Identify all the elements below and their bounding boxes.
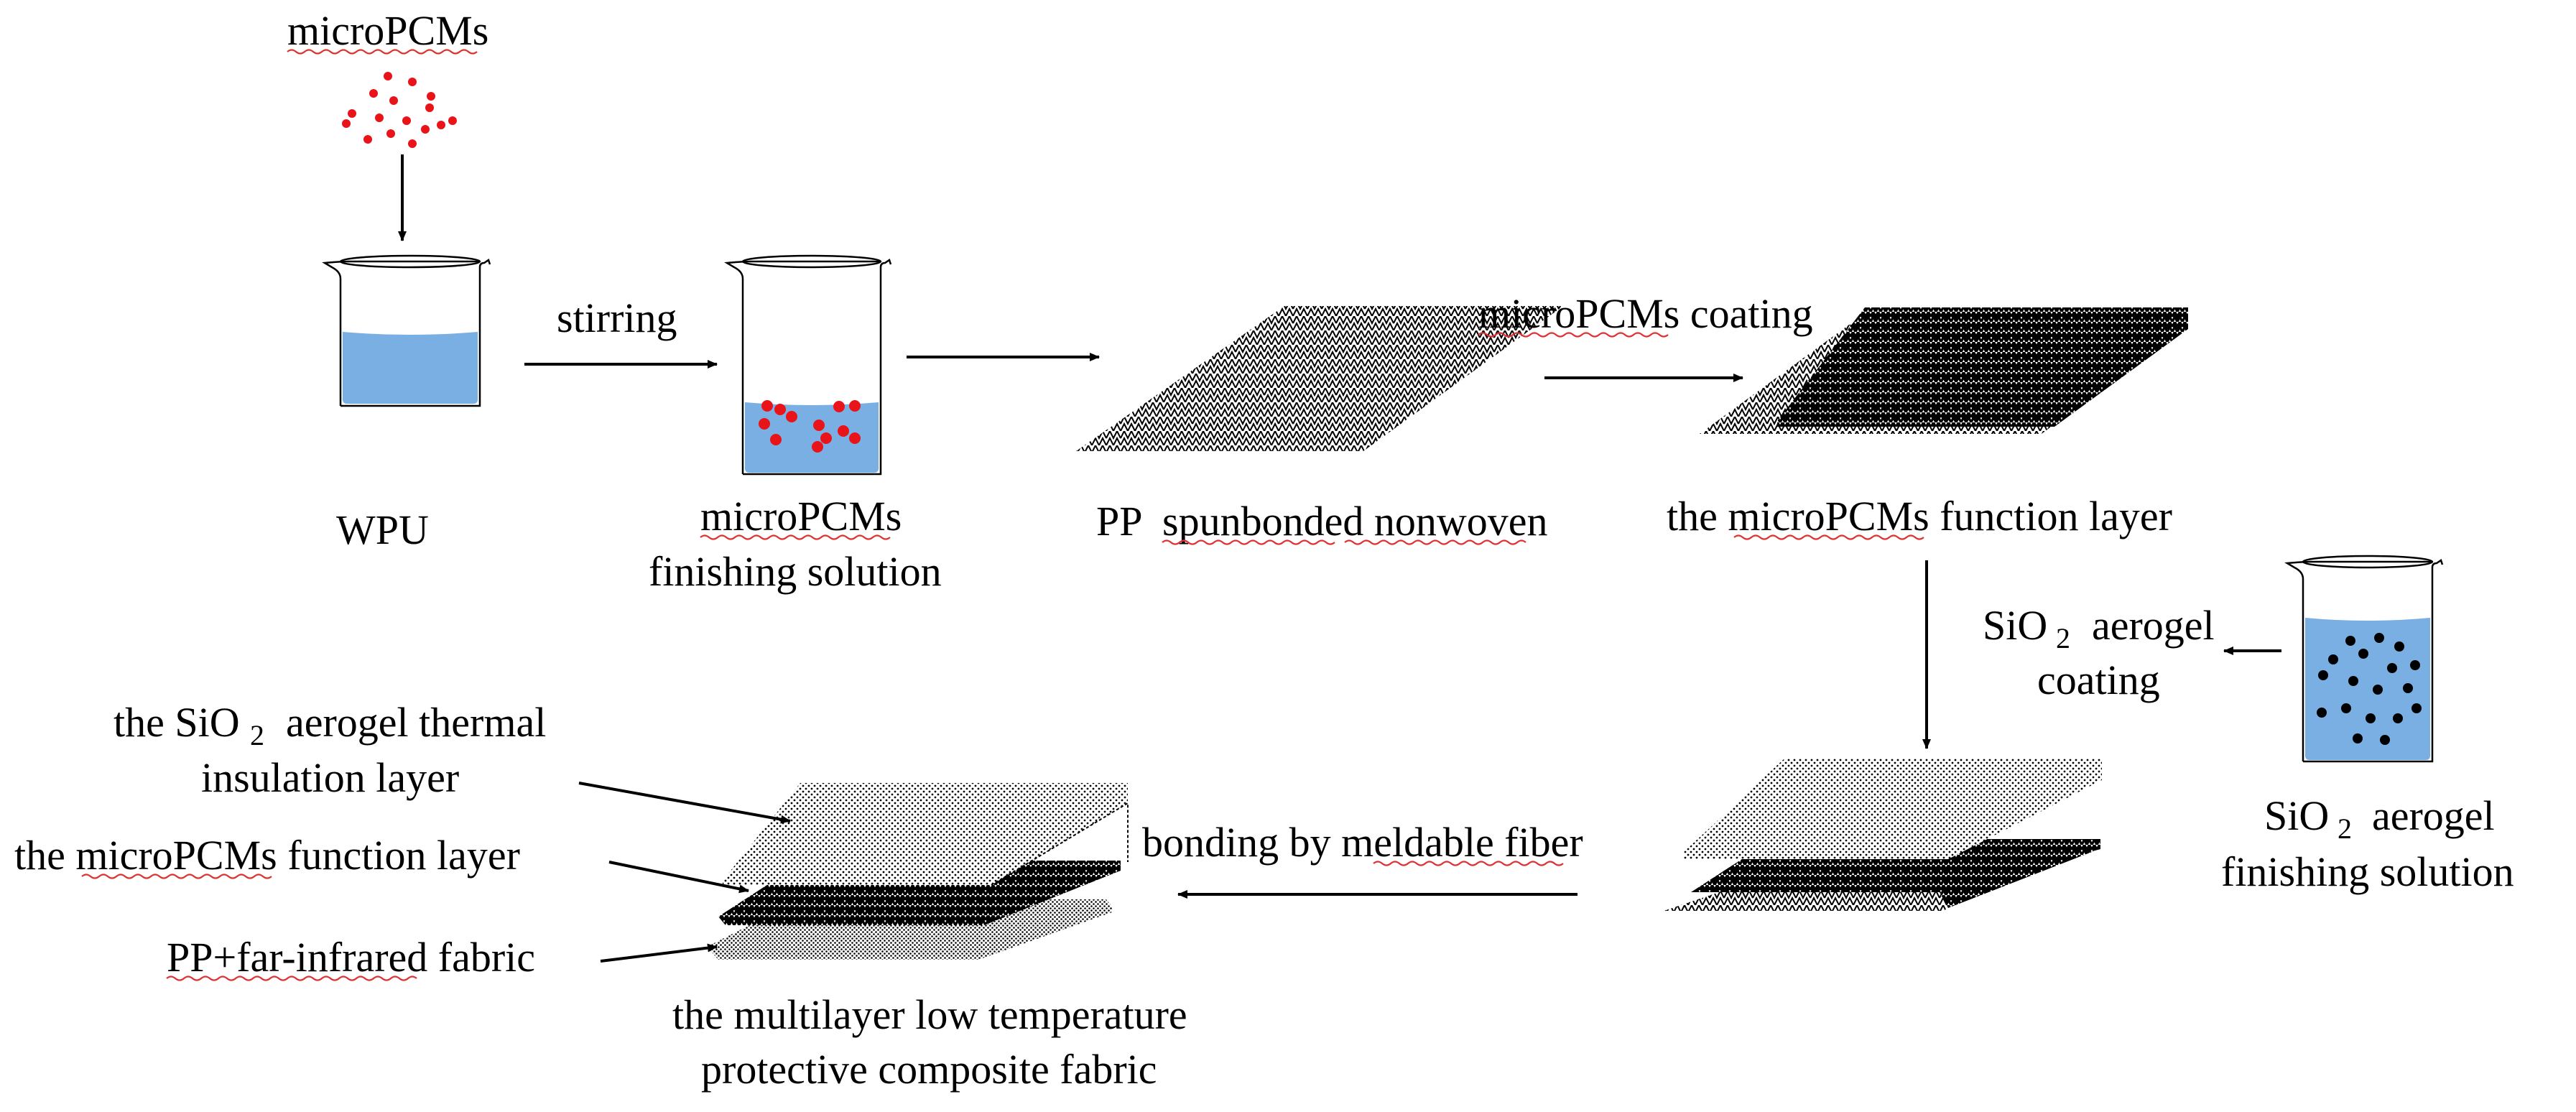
micropcms-particles bbox=[342, 72, 457, 148]
legend-insulation-label-rest: aerogel thermal bbox=[286, 699, 546, 746]
arrow-insulation-layer bbox=[578, 782, 791, 824]
legend-insulation-label-sub: 2 bbox=[250, 719, 264, 751]
liquid bbox=[2305, 618, 2430, 760]
pp-nonwoven-label-pp: PP bbox=[1096, 498, 1143, 545]
final-label-line2: protective composite fabric bbox=[701, 1046, 1157, 1093]
spellcheck-squiggle bbox=[1344, 539, 1526, 545]
legend-insulation-label-the-sio: the SiO bbox=[113, 699, 240, 746]
aerogel-beaker bbox=[2284, 555, 2444, 763]
spellcheck-squiggle bbox=[1733, 534, 1924, 540]
aerogel-solution-label-sub: 2 bbox=[2338, 812, 2352, 845]
bonding-label: bonding by meldable fiber bbox=[1142, 819, 1583, 866]
final-label-line1: the multilayer low temperature bbox=[672, 991, 1187, 1038]
aerogel-solution-label-line2: finishing solution bbox=[2221, 848, 2514, 895]
arrow-pp-fabric bbox=[600, 943, 718, 963]
aerogel-solution-label-aerogel: aerogel bbox=[2372, 792, 2495, 839]
liquid bbox=[343, 332, 478, 404]
final-composite-fabric bbox=[707, 783, 1129, 960]
spellcheck-squiggle bbox=[81, 874, 272, 879]
finishing-solution-label-line2: finishing solution bbox=[649, 548, 942, 595]
spellcheck-squiggle bbox=[700, 534, 891, 540]
aerogel-coating-label-aerogel: aerogel bbox=[2092, 602, 2215, 649]
spellcheck-squiggle bbox=[1373, 861, 1564, 866]
legend-pp-label: PP+far-infrared fabric bbox=[167, 934, 535, 981]
function-layer-sheet bbox=[1700, 307, 2188, 434]
wpu-label: WPU bbox=[336, 506, 429, 553]
liquid bbox=[745, 402, 879, 473]
spellcheck-squiggle bbox=[1478, 332, 1669, 338]
pp-nonwoven-sheet bbox=[1076, 306, 1563, 451]
aerogel-solution-label-sio: SiO bbox=[2264, 792, 2329, 839]
micropcms-coating-label: microPCMs coating bbox=[1478, 290, 1813, 337]
aerogel-coating-label-line2: coating bbox=[2037, 657, 2160, 703]
aerogel-coating-label-sio: SiO bbox=[1983, 602, 2047, 649]
legend-function-label: the microPCMs function layer bbox=[14, 832, 520, 879]
finishing-solution-label-line1: microPCMs bbox=[700, 493, 902, 539]
spellcheck-squiggle bbox=[166, 976, 417, 981]
stirring-label: stirring bbox=[557, 295, 677, 341]
aerogel-coating-label-sub: 2 bbox=[2056, 622, 2070, 654]
micropcms-label: microPCMs bbox=[287, 7, 488, 54]
pp-nonwoven-label-rest: spunbonded nonwoven bbox=[1162, 498, 1547, 545]
legend-insulation-label-line2: insulation layer bbox=[201, 754, 459, 801]
wpu-beaker bbox=[322, 254, 491, 407]
micropcms-source: microPCMs bbox=[287, 7, 488, 148]
micropcms-particles bbox=[759, 400, 861, 453]
aerogel-particles bbox=[2317, 633, 2422, 745]
finishing-solution-beaker bbox=[724, 254, 892, 476]
coated-sheet-intermediate bbox=[1664, 759, 2102, 911]
spellcheck-squiggle bbox=[1162, 539, 1335, 545]
spellcheck-squiggle bbox=[287, 49, 478, 55]
function-layer-label: the microPCMs function layer bbox=[1667, 493, 2172, 539]
arrow-function-layer bbox=[608, 861, 749, 894]
